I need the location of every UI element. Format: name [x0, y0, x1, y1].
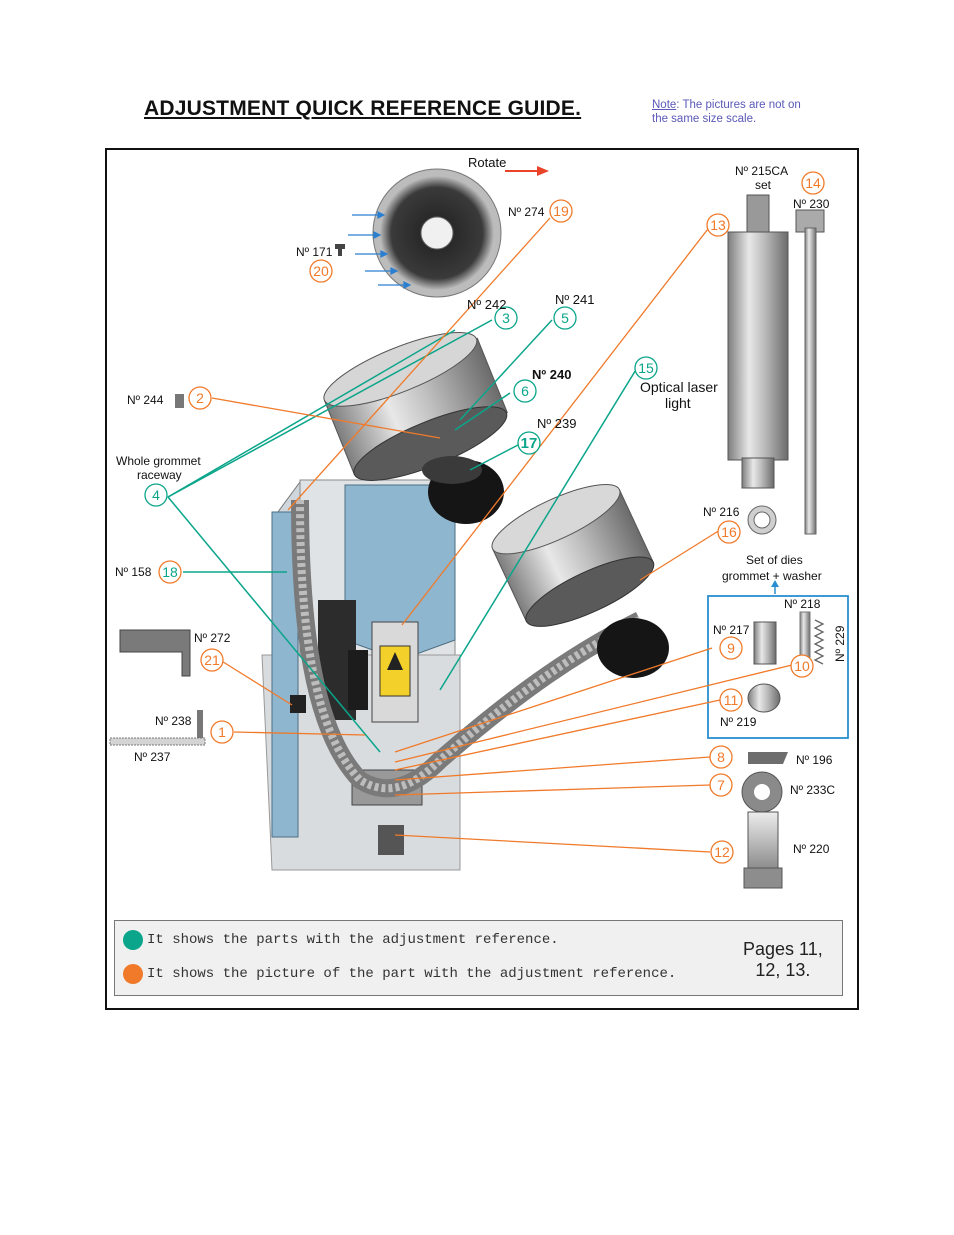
label-272: Nº 272: [194, 631, 231, 645]
note-text-2: the same size scale.: [652, 113, 757, 125]
legend-row-teal: It shows the parts with the adjustment r…: [123, 930, 559, 950]
label-raceway-2: raceway: [137, 468, 182, 482]
callout-16: 16: [721, 524, 737, 540]
pages-line-1: Pages 11,: [743, 939, 823, 959]
label-237: Nº 237: [134, 750, 171, 764]
dies-set-box: [707, 595, 849, 739]
callout-1: 1: [218, 724, 226, 740]
label-215ca: Nº 215CA: [735, 164, 788, 178]
rotate-arrow-icon: [505, 166, 549, 176]
label-217: Nº 217: [713, 623, 750, 637]
label-229: Nº 229: [833, 625, 847, 662]
part-219: [747, 683, 781, 713]
callout-12: 12: [714, 844, 730, 860]
label-238: Nº 238: [155, 714, 192, 728]
label-241: Nº 241: [555, 292, 594, 307]
callout-13: 13: [710, 217, 726, 233]
orange-callouts: [158, 171, 825, 864]
callout-10: 10: [794, 658, 810, 674]
part-220: [743, 811, 783, 889]
label-196: Nº 196: [796, 753, 833, 767]
callout-19: 19: [553, 203, 569, 219]
legend-orange-text: It shows the picture of the part with th…: [147, 966, 677, 982]
label-239: Nº 239: [537, 416, 576, 431]
part-215ca-cylinder: [727, 194, 789, 489]
legend-box: It shows the parts with the adjustment r…: [114, 920, 843, 996]
part-244: [175, 394, 184, 408]
part-216-nut: [747, 505, 777, 535]
callout-6: 6: [521, 383, 529, 399]
scale-note: Note: The pictures are not on the same s…: [652, 98, 801, 126]
callout-9: 9: [727, 640, 735, 656]
orange-leaders: [211, 217, 793, 853]
teal-leaders: [167, 319, 638, 753]
part-233c: [741, 771, 783, 813]
label-230: Nº 230: [793, 197, 830, 211]
dies-arrow-icon: [771, 580, 779, 594]
label-dies-1: Set of dies: [746, 553, 803, 567]
label-laser-2: light: [665, 395, 691, 411]
machine-body: [261, 332, 669, 871]
part-238: [197, 710, 203, 742]
callout-20: 20: [313, 263, 329, 279]
label-220: Nº 220: [793, 842, 830, 856]
label-171: Nº 171: [296, 245, 333, 259]
label-218: Nº 218: [784, 597, 821, 611]
part-272-bracket: [119, 629, 191, 677]
callout-21: 21: [204, 652, 220, 668]
page-title: ADJUSTMENT QUICK REFERENCE GUIDE.: [144, 97, 582, 120]
label-244: Nº 244: [127, 393, 164, 407]
part-171: [335, 244, 345, 256]
part-237-spring: [109, 737, 206, 746]
part-196: [748, 752, 788, 764]
legend-row-orange: It shows the picture of the part with th…: [123, 964, 676, 984]
callout-15: 15: [638, 360, 654, 376]
label-laser-1: Optical laser: [640, 379, 718, 395]
label-216: Nº 216: [703, 505, 740, 519]
callout-5: 5: [561, 310, 569, 326]
note-text: : The pictures are not on: [676, 99, 801, 111]
callout-2: 2: [196, 390, 204, 406]
callout-7: 7: [717, 777, 725, 793]
callout-8: 8: [717, 749, 725, 765]
label-dies-2: grommet + washer: [722, 569, 822, 583]
callout-18: 18: [162, 564, 178, 580]
label-274: Nº 274: [508, 205, 545, 219]
teal-dot-icon: [123, 930, 143, 950]
rotary-disc-274: [348, 168, 502, 298]
label-158: Nº 158: [115, 565, 152, 579]
label-240: Nº 240: [532, 367, 571, 382]
teal-callouts: [144, 306, 658, 507]
part-217: [753, 621, 777, 665]
callout-11: 11: [724, 692, 739, 708]
orange-dot-icon: [123, 964, 143, 984]
label-233c: Nº 233C: [790, 783, 835, 797]
pages-line-2: 12, 13.: [755, 960, 811, 980]
label-242: Nº 242: [467, 297, 506, 312]
label-raceway-1: Whole grommet: [116, 454, 201, 468]
callout-4: 4: [152, 487, 160, 503]
pages-reference: Pages 11, 12, 13.: [743, 939, 823, 981]
part-229-spring: [813, 619, 825, 665]
rotate-label: Rotate: [468, 155, 506, 170]
callout-3: 3: [502, 310, 510, 326]
callout-17: 17: [521, 435, 538, 452]
legend-teal-text: It shows the parts with the adjustment r…: [147, 932, 559, 948]
note-label: Note: [652, 99, 677, 111]
label-219: Nº 219: [720, 715, 757, 729]
diagram-frame: [105, 148, 859, 1010]
label-215ca-set: set: [755, 178, 772, 192]
part-230-rod: [795, 209, 825, 535]
callout-14: 14: [805, 175, 821, 191]
